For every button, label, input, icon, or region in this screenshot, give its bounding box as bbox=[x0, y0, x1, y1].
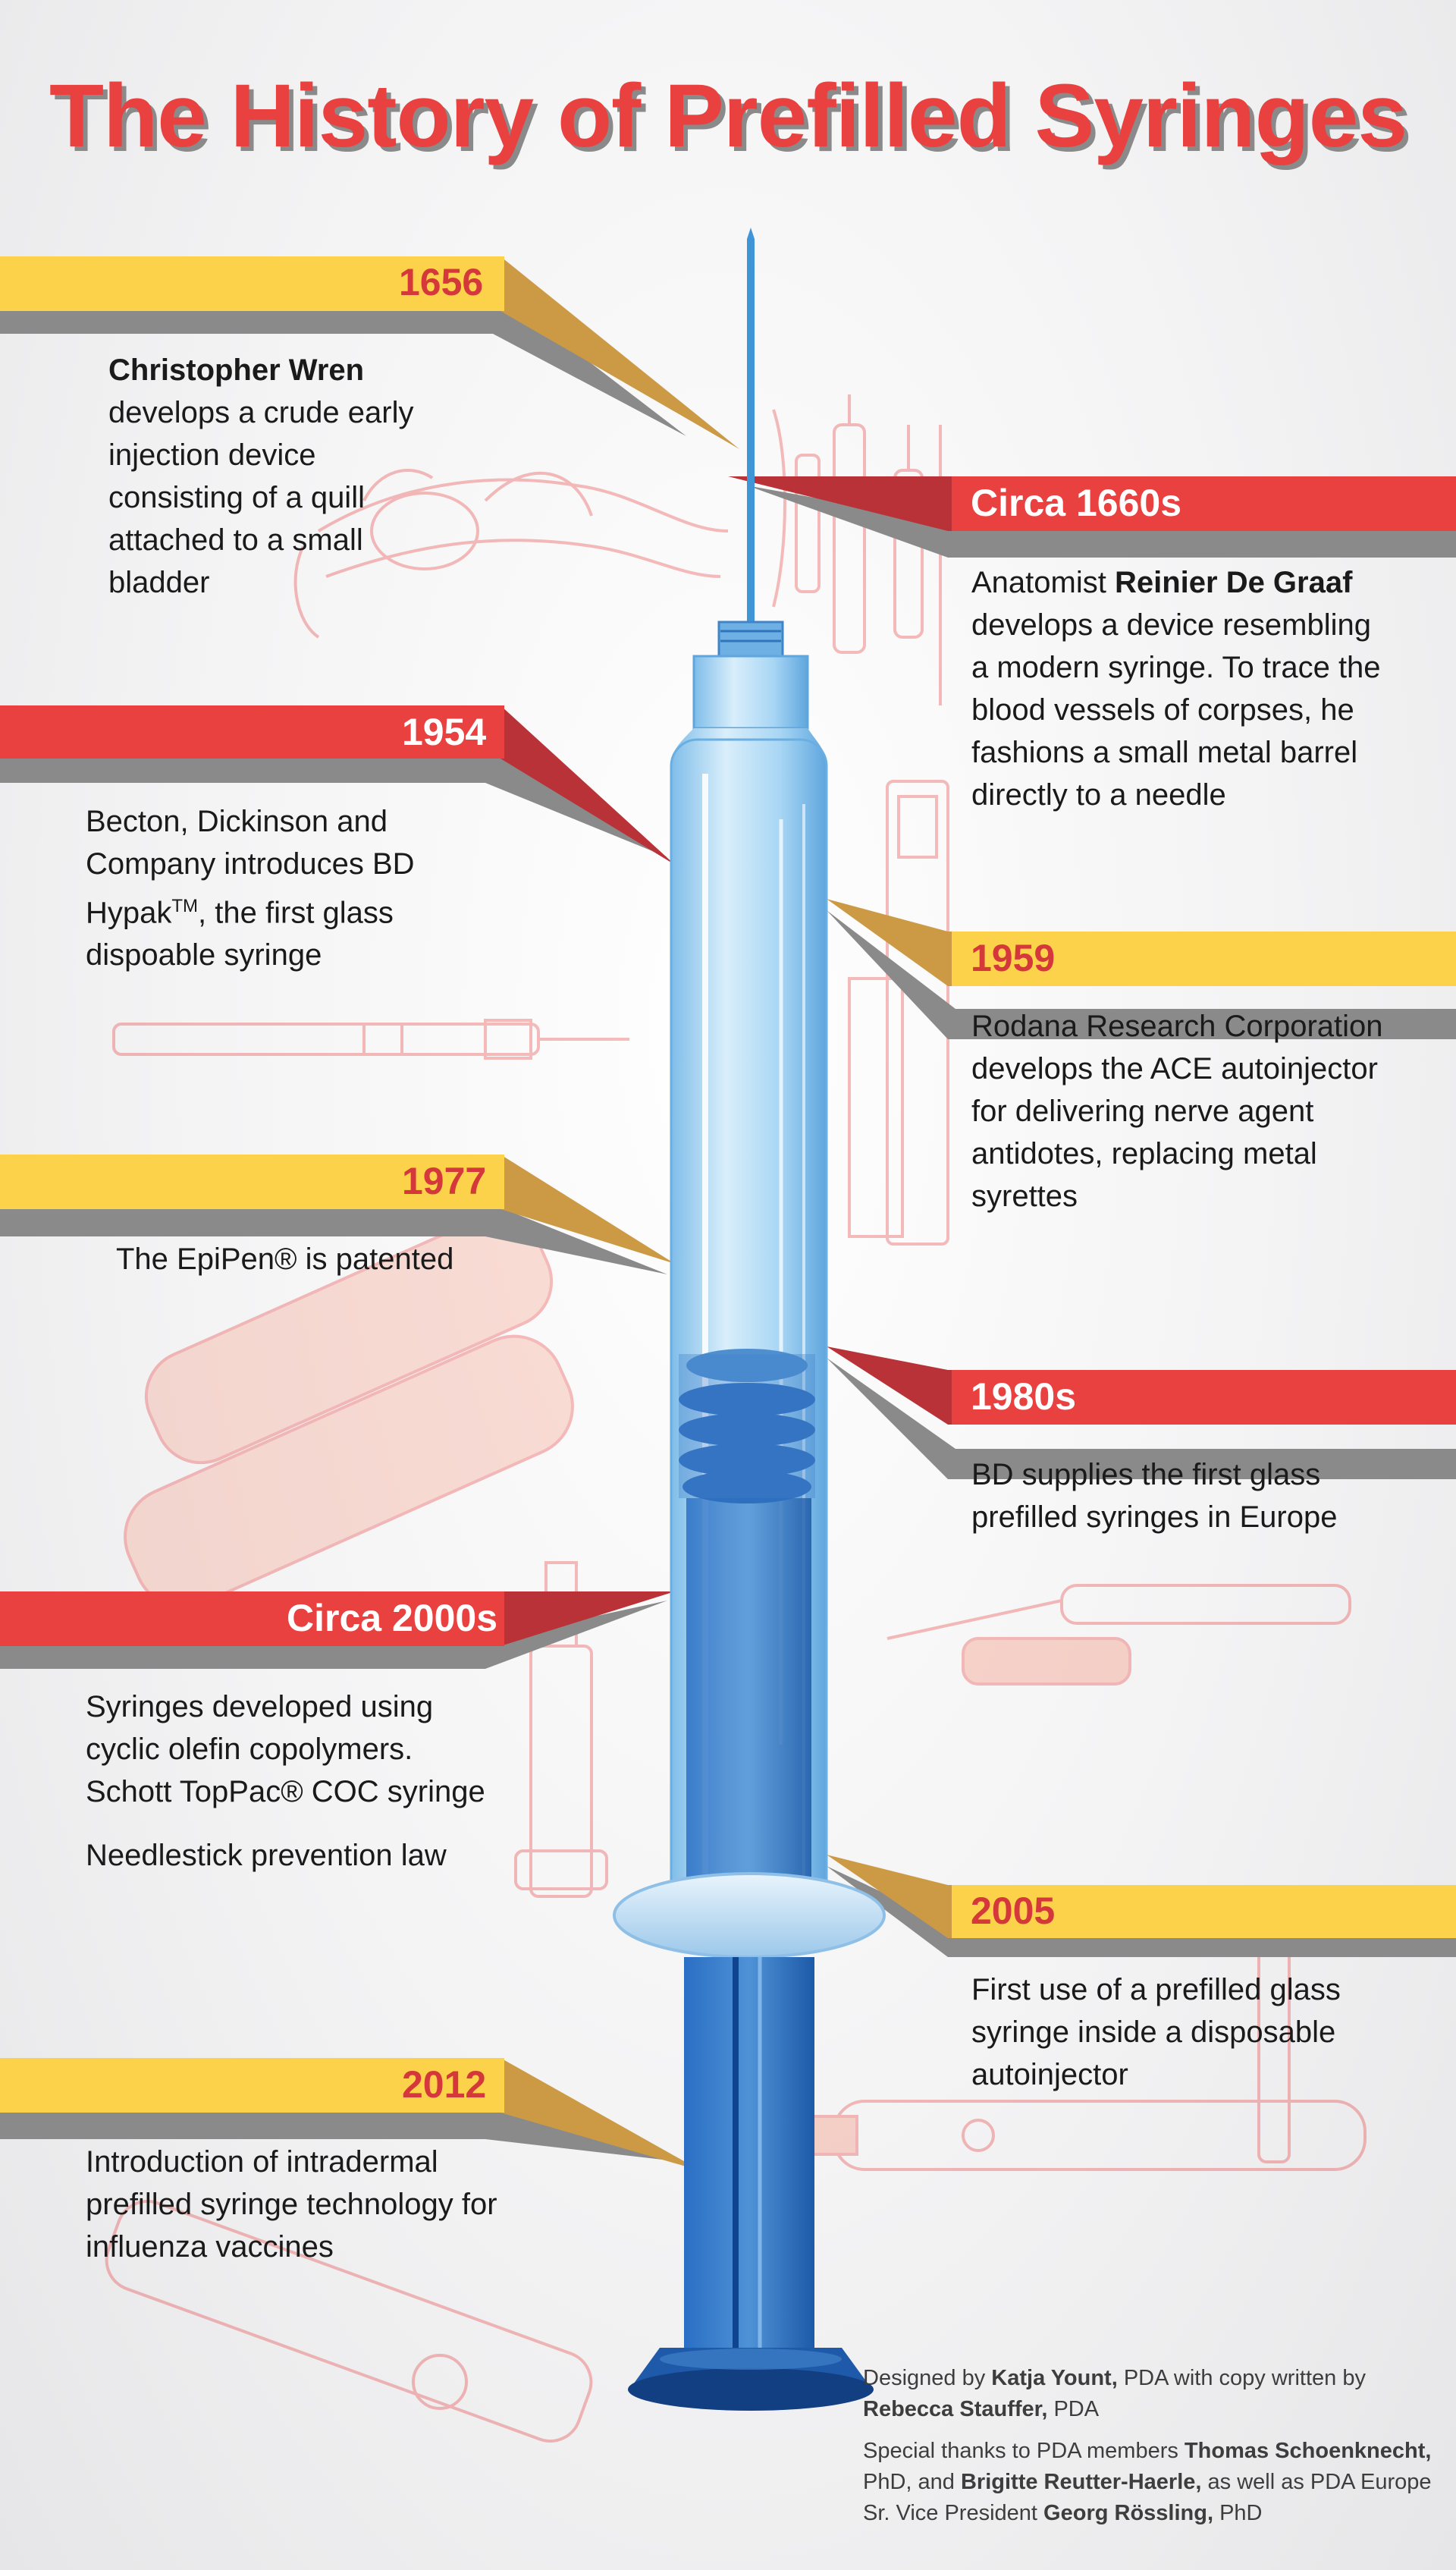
timeline-label: 2012 bbox=[402, 2063, 487, 2106]
banner-1959 bbox=[827, 899, 1456, 1039]
page-title: The History of Prefilled Syringes bbox=[49, 66, 1407, 166]
writer-name: Rebecca Stauffer, bbox=[863, 2397, 1048, 2421]
member-name: Georg Rössling, bbox=[1043, 2501, 1214, 2525]
event-description-end: , the first glass dispoable syringe bbox=[86, 896, 394, 972]
timeline-text-2000s: Syringes developed using cyclic olefin c… bbox=[86, 1686, 495, 1877]
event-description: develops a crude early injection device … bbox=[108, 396, 414, 599]
banner-2005 bbox=[827, 1855, 1456, 1957]
timeline-text-1980s: BD supplies the first glass prefilled sy… bbox=[971, 1453, 1396, 1538]
event-description: Rodana Research Corporation develops the… bbox=[971, 1010, 1383, 1213]
banner-1660s bbox=[728, 476, 1456, 558]
epipen-illustration bbox=[124, 1213, 574, 1609]
timeline-label: 1954 bbox=[402, 711, 487, 753]
credits: Designed by Katja Yount, PDA with copy w… bbox=[863, 2363, 1447, 2540]
timeline-label: 2005 bbox=[971, 1890, 1056, 1932]
event-description-2: Needlestick prevention law bbox=[86, 1839, 447, 1872]
banner-2000s bbox=[0, 1591, 675, 1669]
event-description: BD supplies the first glass prefilled sy… bbox=[971, 1458, 1338, 1534]
needle-hub bbox=[717, 621, 784, 658]
bd-hypak-syringe-illustration bbox=[112, 1019, 629, 1060]
plunger-rod bbox=[684, 1957, 814, 2352]
event-description: Syringes developed using cyclic olefin c… bbox=[86, 1690, 485, 1808]
timeline-text-1977: The EpiPen® is patented bbox=[116, 1238, 495, 1280]
timeline-text-2012: Introduction of intradermal prefilled sy… bbox=[86, 2141, 510, 2268]
credits-thanks: Special thanks to PDA members Thomas Sch… bbox=[863, 2439, 1432, 2525]
central-syringe bbox=[613, 228, 886, 2411]
event-description: The EpiPen® is patented bbox=[116, 1243, 454, 1276]
member-name: Thomas Schoenknecht, bbox=[1184, 2439, 1432, 2463]
person-name: Reinier De Graaf bbox=[1114, 566, 1353, 599]
event-description: Introduction of intradermal prefilled sy… bbox=[86, 2145, 497, 2264]
timeline-label: Circa 2000s bbox=[287, 1597, 498, 1639]
credits-designer: Designed by Katja Yount, PDA with copy w… bbox=[863, 2366, 1366, 2421]
finger-flange bbox=[613, 1872, 886, 1959]
timeline-text-1660s: Anatomist Reinier De Graaf develops a de… bbox=[971, 561, 1381, 816]
intradermal-syringe-illustration bbox=[105, 2200, 593, 2443]
antique-syringes-illustration bbox=[772, 394, 942, 705]
timeline-label: 1959 bbox=[971, 937, 1056, 979]
person-name: Christopher Wren bbox=[108, 353, 365, 387]
timeline-text-1959: Rodana Research Corporation develops the… bbox=[971, 1005, 1396, 1217]
plunger-rod-inner bbox=[686, 1498, 811, 1923]
timeline-text-1656: Christopher Wren develops a crude early … bbox=[108, 349, 450, 604]
plunger-stopper bbox=[679, 1349, 815, 1503]
member-name: Brigitte Reutter-Haerle, bbox=[960, 2470, 1202, 2494]
event-description: First use of a prefilled glass syringe i… bbox=[971, 1973, 1341, 2091]
banner-1656 bbox=[0, 256, 739, 449]
designer-name: Katja Yount, bbox=[991, 2366, 1118, 2390]
banner-1977 bbox=[0, 1155, 675, 1274]
trademark: TM bbox=[171, 896, 199, 916]
event-description: Becton, Dickinson and Company introduces… bbox=[86, 805, 415, 930]
timeline-text-1954: Becton, Dickinson and Company introduces… bbox=[86, 800, 419, 976]
timeline-label: Circa 1660s bbox=[971, 482, 1182, 524]
event-prefix: Anatomist bbox=[971, 566, 1115, 599]
banner-1980s bbox=[827, 1346, 1456, 1479]
timeline-label: 1980s bbox=[971, 1375, 1077, 1418]
timeline-label: 1977 bbox=[402, 1160, 487, 1202]
event-description: develops a device resembling a modern sy… bbox=[971, 608, 1381, 812]
timeline-text-2005: First use of a prefilled glass syringe i… bbox=[971, 1968, 1381, 2096]
banner-2012 bbox=[0, 2058, 701, 2171]
timeline-label: 1656 bbox=[399, 261, 484, 303]
prefilled-glass-syringe-illustration bbox=[886, 1584, 1351, 1686]
quill-sketch-illustration bbox=[293, 469, 729, 639]
banner-1954 bbox=[0, 705, 675, 865]
